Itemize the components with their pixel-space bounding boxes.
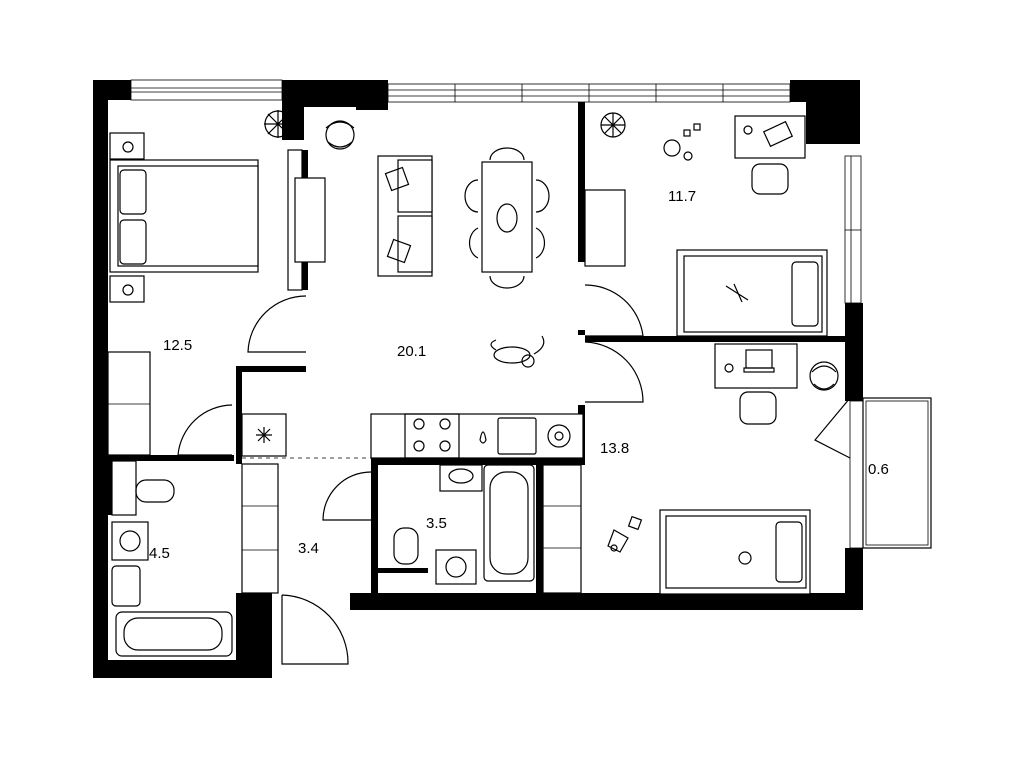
washing-machine-icon bbox=[547, 424, 571, 448]
laptop-icon bbox=[762, 120, 794, 148]
double-bed-icon bbox=[109, 159, 259, 273]
laptop-icon bbox=[743, 349, 775, 373]
desk-icon bbox=[734, 115, 806, 159]
bathtub-icon bbox=[115, 611, 233, 657]
stove-icon bbox=[404, 413, 460, 459]
nightstand-icon bbox=[109, 132, 145, 303]
chair-icon bbox=[739, 391, 777, 425]
wardrobe-icon bbox=[542, 464, 582, 594]
room-area-living: 20.1 bbox=[397, 343, 426, 360]
room-area-hallway: 3.4 bbox=[298, 540, 319, 557]
wardrobe-icon bbox=[241, 463, 279, 594]
door-swing-icon bbox=[177, 284, 851, 665]
bathtub-icon bbox=[483, 464, 535, 582]
wardrobe-icon bbox=[107, 149, 326, 456]
plant-icon bbox=[325, 120, 355, 150]
kitchen-counter bbox=[370, 413, 584, 459]
fridge-icon bbox=[241, 413, 287, 457]
window-icon bbox=[130, 79, 864, 549]
desk-icon bbox=[714, 343, 798, 389]
plant-icon bbox=[600, 112, 626, 138]
toy-icon bbox=[607, 515, 643, 553]
balcony bbox=[862, 397, 932, 549]
washing-machine-icon bbox=[111, 521, 149, 561]
washing-machine-icon bbox=[435, 549, 477, 585]
sink-icon bbox=[439, 464, 483, 492]
cat-icon bbox=[490, 335, 545, 368]
dining-table-icon bbox=[481, 161, 533, 273]
chair-icon bbox=[464, 147, 550, 289]
room-area-balcony: 0.6 bbox=[868, 461, 889, 478]
single-bed-icon bbox=[659, 509, 811, 595]
room-area-bedroom-2: 13.8 bbox=[600, 440, 629, 457]
room-area-kids: 11.7 bbox=[668, 188, 696, 205]
sofa-icon bbox=[377, 155, 433, 277]
sink-icon bbox=[111, 565, 141, 607]
wardrobe-icon bbox=[584, 189, 626, 267]
room-area-toilet: 3.5 bbox=[426, 515, 447, 532]
toilet-icon bbox=[135, 479, 175, 503]
single-bed-icon bbox=[676, 249, 828, 337]
walls bbox=[93, 80, 863, 678]
room-area-bathroom: 4.5 bbox=[149, 545, 170, 562]
sink-icon bbox=[479, 417, 537, 455]
chair-icon bbox=[751, 163, 789, 195]
wardrobe-icon bbox=[111, 460, 137, 516]
plant-icon bbox=[264, 110, 292, 138]
room-area-bedroom: 12.5 bbox=[163, 337, 192, 354]
plant-icon bbox=[809, 361, 839, 391]
toy-icon bbox=[663, 123, 701, 161]
toilet-icon bbox=[393, 527, 419, 565]
